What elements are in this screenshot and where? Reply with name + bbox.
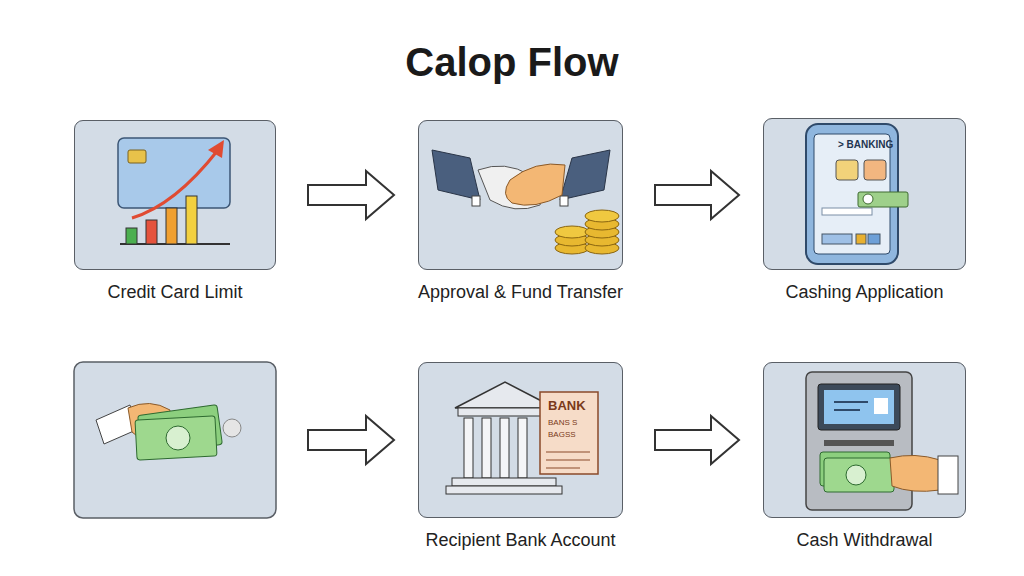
diagram-title: Calop Flow [0, 40, 1024, 85]
atm-icon [806, 372, 958, 510]
panel-ground [763, 362, 966, 518]
panel-ground [763, 118, 966, 270]
panel-label: Credit Card Limit [107, 282, 242, 303]
illustration-text: BANK [548, 398, 586, 413]
panel-ground [74, 120, 276, 270]
panel-label: Approval & Fund Transfer [418, 282, 623, 303]
panel-label: Cash Withdrawal [796, 530, 932, 551]
illustration-text: BANS S [548, 418, 577, 427]
illustration-text: BAGSS [548, 430, 576, 439]
bank-icon [446, 382, 598, 494]
process-panel: Credit Card Limit [74, 120, 276, 270]
process-panel: Approval & Fund Transfer [418, 120, 623, 270]
panel-ground [418, 120, 623, 270]
flow-arrow [308, 171, 394, 219]
phone-icon [806, 124, 908, 264]
panel-box [74, 362, 276, 518]
panel-label: Cashing Application [785, 282, 943, 303]
cash-hand-icon [96, 403, 241, 460]
panel-ground [418, 362, 623, 518]
panel-label: Recipient Bank Account [425, 530, 615, 551]
flow-arrow [655, 171, 739, 219]
card-chart-icon [118, 138, 230, 244]
process-panel: Cash Withdrawal [763, 362, 966, 518]
flow-arrow [308, 416, 394, 464]
illustration-text: > BANKING [838, 139, 893, 150]
flow-arrow [655, 416, 739, 464]
handshake-icon [432, 150, 619, 254]
process-panel: Recipient Bank Account [418, 362, 623, 518]
